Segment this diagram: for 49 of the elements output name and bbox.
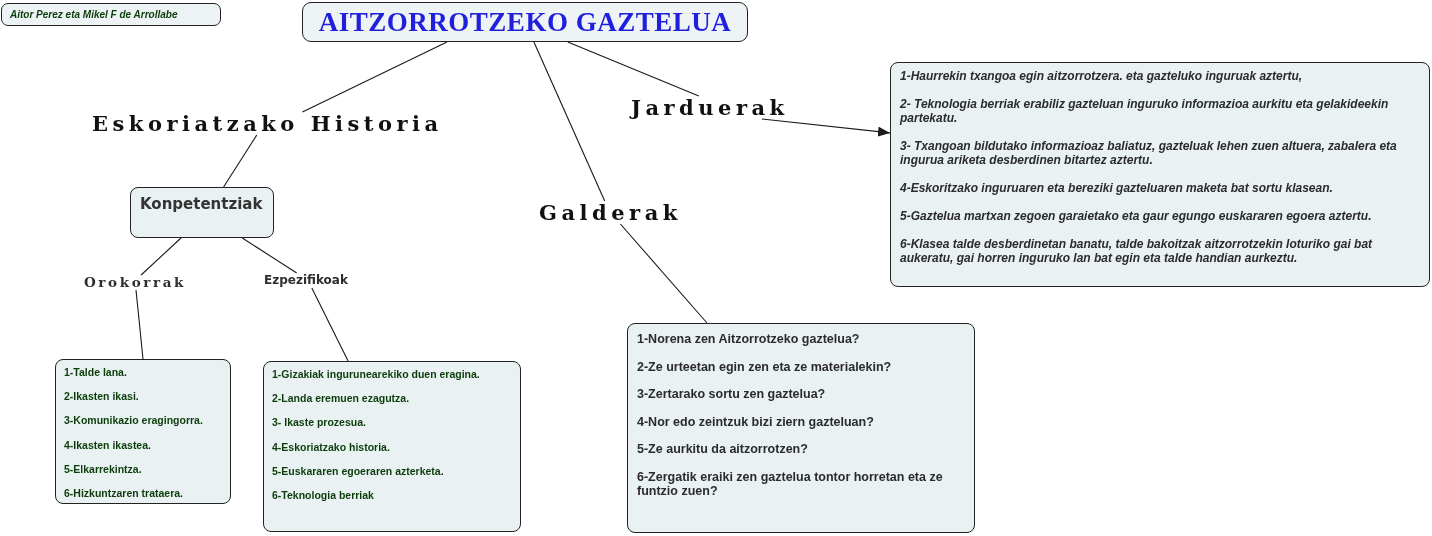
- list-item: 4-Eskoriatzako historia.: [272, 440, 391, 454]
- connector-line: [135, 289, 144, 360]
- topic-heading: Eskoriatzako Historia: [92, 112, 443, 135]
- connector-line: [140, 237, 182, 276]
- list-item: 2-Ze urteetan egin zen eta ze materialekin?: [637, 359, 893, 374]
- connector-line: [533, 41, 606, 202]
- author-card: [1, 3, 221, 26]
- list-item: 2-Ikasten ikasi.: [64, 390, 140, 404]
- concept-box: [130, 187, 274, 238]
- questions-box: [627, 323, 975, 533]
- connector-line: [223, 134, 258, 188]
- list-item: 4-Ikasten ikastea.: [64, 438, 152, 452]
- list-item: 3-Zertarako sortu zen gaztelua?: [637, 387, 827, 401]
- competences-box: [55, 359, 231, 504]
- list-item: 5-Euskararen egoeraren azterketa.: [272, 464, 445, 478]
- list-item: 3- Txangoan bildutako informazioaz baliatuz, gazteluak lehen zuen altuera, zabalera eta ingurua ariketa desberdinen bitartez aztertu.: [900, 139, 1398, 167]
- connector-line: [567, 41, 700, 97]
- connector-line: [311, 287, 349, 362]
- topic-heading: Galderak: [539, 201, 682, 224]
- list-item: 6-Klasea talde desberdinetan banatu, talde bakoitzak aitzorrotzekin loturiko gai bat aukeratu, gai horren inguruko lan bat egin eta talde handian aurkeztu.: [900, 237, 1374, 265]
- competences-box: [263, 361, 521, 532]
- list-item: 1-Norena zen Aitzorrotzeko gaztelua?: [637, 332, 861, 346]
- title-box: [302, 2, 748, 42]
- list-item: 1-Haurrekin txangoa egin aitzorrotzera. eta gazteluko inguruak aztertu,: [900, 69, 1304, 83]
- concept-label: Konpetentziak: [140, 195, 264, 213]
- list-item: 1-Talde lana.: [64, 366, 128, 379]
- map-title: AITZORROTZEKO GAZTELUA: [318, 7, 732, 37]
- activities-box: [890, 62, 1430, 287]
- topic-heading: Jarduerak: [631, 96, 789, 119]
- list-item: 2-Landa eremuen ezagutza.: [272, 392, 411, 406]
- branch-heading: Orokorrak: [84, 275, 186, 290]
- branch-heading: Ezpezifikoak: [264, 273, 348, 288]
- list-item: 5-Gaztelua martxan zegoen garaietako eta gaur egungo euskararen egoera aztertu.: [900, 209, 1373, 223]
- list-item: 3- Ikaste prozesua.: [272, 416, 367, 430]
- list-item: 6-Teknologia berriak: [272, 488, 375, 502]
- list-item: 5-Ze aurkitu da aitzorrotzen?: [637, 442, 809, 456]
- list-item: 2- Teknologia berriak erabiliz gazteluan inguruko informazioa aurkitu eta gelakideekin partekatu.: [900, 97, 1390, 125]
- author-credit: Aitor Perez eta Mikel F de Arrollabe: [10, 8, 178, 21]
- list-item: 5-Elkarrekintza.: [64, 462, 143, 476]
- connector-line: [301, 41, 448, 113]
- list-item: 3-Komunikazio eragingorra.: [64, 414, 204, 428]
- list-item: 6-Zergatik eraiki zen gaztelua tontor horretan eta ze funtzio zuen?: [637, 469, 944, 498]
- list-item: 6-Hizkuntzaren trataera.: [64, 486, 185, 500]
- list-item: 4-Nor edo zeintzuk bizi ziern gazteluan?: [637, 414, 875, 429]
- list-item: 1-Gizakiak ingurunearekiko duen eragina.: [272, 368, 481, 381]
- connector-line: [619, 223, 708, 324]
- connector-line: [241, 237, 298, 274]
- arrow: [761, 118, 891, 137]
- list-item: 4-Eskoritzako inguruaren eta bereziki gazteluaren maketa bat sortu klasean.: [900, 181, 1334, 195]
